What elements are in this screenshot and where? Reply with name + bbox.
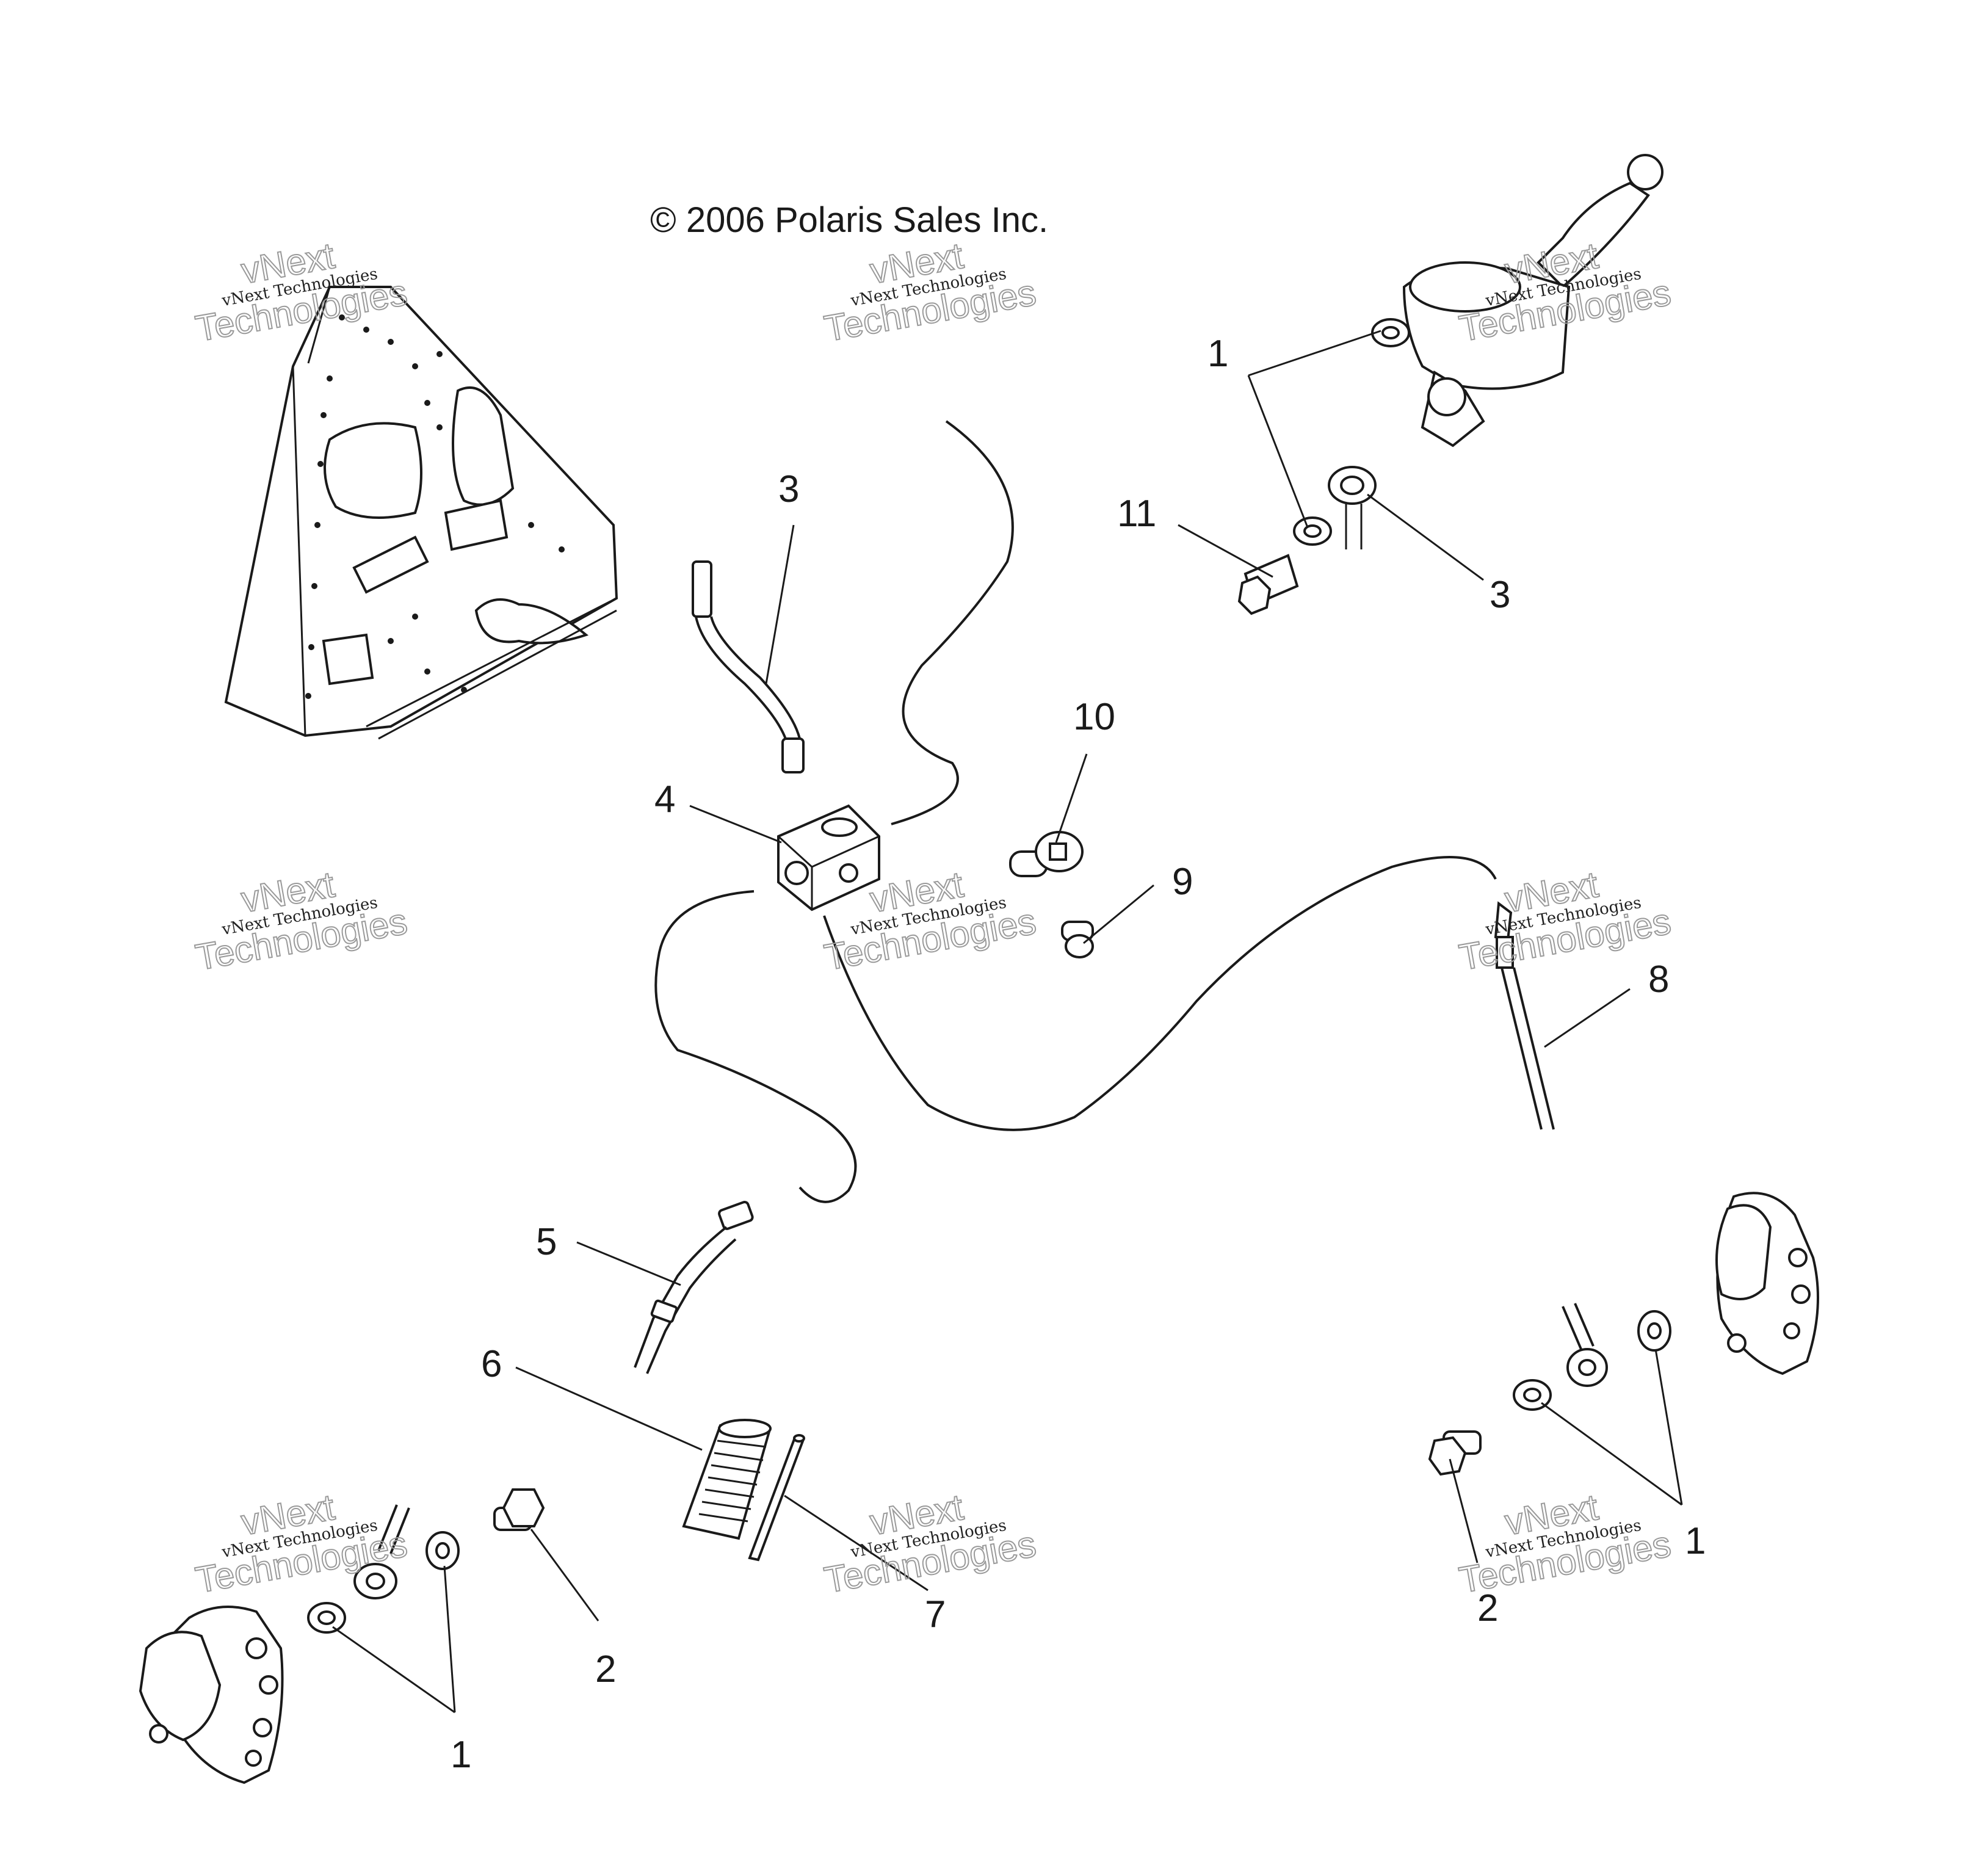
watermark-9: vNext Technologies vNext Technologies — [1455, 1486, 1674, 1601]
callout-1-top: 1 — [1207, 333, 1228, 375]
callout-4: 4 — [654, 778, 675, 820]
brake-line-lower-left — [654, 890, 857, 1203]
watermark-2: vNext Technologies vNext Technologies — [820, 234, 1040, 350]
brake-line-upper-curve — [891, 420, 1014, 825]
front-panel-part — [224, 286, 618, 740]
brake-hose-upper-part — [692, 560, 805, 773]
crush-washers-right — [1513, 1310, 1671, 1411]
callout-8: 8 — [1648, 958, 1669, 1001]
callout-2-left: 2 — [595, 1648, 616, 1690]
hose-end-right — [1562, 1303, 1608, 1387]
copyright-text: © 2006 Polaris Sales Inc. — [650, 200, 1048, 240]
master-cylinder-part — [1402, 154, 1663, 447]
spring-part-6 — [682, 1419, 772, 1540]
watermark-8: vNext Technologies vNext Technologies — [820, 1486, 1040, 1601]
banjo-bolt-left — [493, 1488, 545, 1531]
callout-3-left: 3 — [778, 468, 799, 510]
brake-line-lower-right — [823, 856, 1497, 1131]
callout-1-left: 1 — [451, 1734, 471, 1776]
callout-9: 9 — [1172, 861, 1193, 903]
callout-11: 11 — [1117, 493, 1156, 535]
leader-lines — [332, 330, 1683, 1714]
banjo-fitting-top — [1328, 466, 1377, 549]
pin-part-7 — [748, 1434, 805, 1562]
fitting-part-10 — [1009, 831, 1084, 877]
callout-6: 6 — [481, 1343, 502, 1385]
callout-labels: 1 11 3 3 10 4 9 8 5 6 7 2 1 1 2 — [451, 333, 1706, 1776]
watermark-6: vNext Technologies vNext Technologies — [1455, 863, 1674, 979]
banjo-bolt-right — [1428, 1430, 1482, 1476]
hose-end-left — [353, 1504, 410, 1599]
callout-7: 7 — [925, 1593, 946, 1635]
brake-hose-right-part — [1494, 901, 1555, 1130]
caliper-right-part — [1715, 1192, 1819, 1375]
crush-washers-left — [307, 1531, 460, 1634]
callout-2-right: 2 — [1477, 1587, 1498, 1629]
callout-5: 5 — [536, 1221, 557, 1263]
bolt-part-9 — [1061, 921, 1094, 958]
callout-10: 10 — [1073, 696, 1115, 738]
callout-3-right: 3 — [1490, 574, 1510, 616]
callout-1-right: 1 — [1685, 1520, 1706, 1562]
caliper-left-part — [139, 1606, 284, 1784]
banjo-bolt-top — [1237, 554, 1299, 615]
brake-hose-lower-part — [634, 1201, 754, 1374]
crush-washers-top — [1293, 318, 1410, 546]
junction-block-part — [777, 804, 880, 911]
watermark-4: vNext Technologies vNext Technologies — [192, 863, 411, 979]
